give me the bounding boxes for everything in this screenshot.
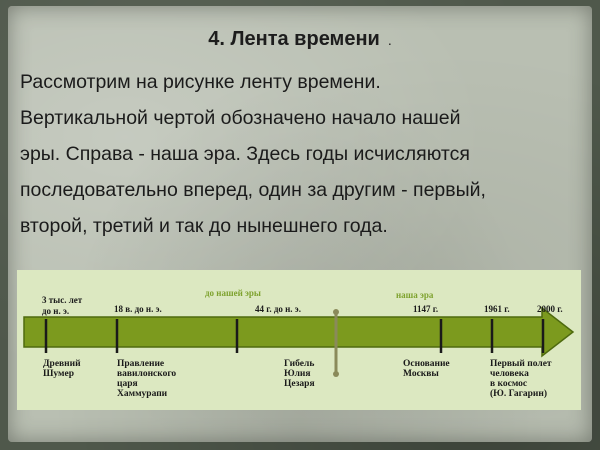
event-label: Правление xyxy=(117,359,164,369)
paragraph-line: Рассмотрим на рисунке ленту времени. xyxy=(20,71,381,93)
event-label: в космос xyxy=(490,379,527,389)
event-label: царя xyxy=(117,379,138,389)
date-label: 1147 г. xyxy=(413,304,438,314)
event-label: Основание xyxy=(403,359,450,369)
era-boundary-marker xyxy=(333,309,339,377)
event-label: Гибель xyxy=(284,358,314,369)
timeline-ticks xyxy=(44,319,545,353)
timeline-arrow xyxy=(23,306,575,358)
event-label: Первый полет xyxy=(490,358,552,369)
era-boundary-cap xyxy=(333,371,339,377)
paragraph-line: последовательно вперед, один за другим -… xyxy=(20,179,486,201)
date-label: 1961 г. xyxy=(484,304,510,314)
event-label: Юлия xyxy=(284,369,311,379)
paragraph-line: Вертикальной чертой обозначено начало на… xyxy=(20,107,461,129)
event-label: Цезаря xyxy=(284,379,315,389)
event-label: Москвы xyxy=(403,369,439,379)
paragraph-line: второй, третий и так до нынешнего года. xyxy=(20,215,388,237)
era-label-bc: до нашей эры xyxy=(205,288,261,298)
event-label: Древний xyxy=(43,358,81,369)
date-label: 3 тыс. лет xyxy=(42,295,83,305)
paragraph-line: эры. Справа - наша эра. Здесь годы исчис… xyxy=(20,143,470,165)
date-label: 44 г. до н. э. xyxy=(255,304,301,314)
slide-title-dot: . xyxy=(387,32,392,48)
slide-title: 4. Лента времени. xyxy=(0,28,600,51)
event-label: вавилонского xyxy=(117,369,176,379)
era-label-ad: наша эра xyxy=(396,290,434,300)
event-label: Хаммурапи xyxy=(117,389,168,399)
date-label: до н. э. xyxy=(42,306,69,316)
date-label: 2000 г. xyxy=(537,304,563,314)
event-label: (Ю. Гагарин) xyxy=(490,388,547,399)
era-boundary-cap xyxy=(333,309,339,315)
event-label: Шумер xyxy=(43,369,74,379)
event-label: человека xyxy=(490,369,529,379)
slide-paragraph: Рассмотрим на рисунке ленту времени. Верт… xyxy=(20,64,580,244)
slide-title-text: 4. Лента времени xyxy=(208,28,380,50)
date-label: 18 в. до н. э. xyxy=(114,304,162,314)
